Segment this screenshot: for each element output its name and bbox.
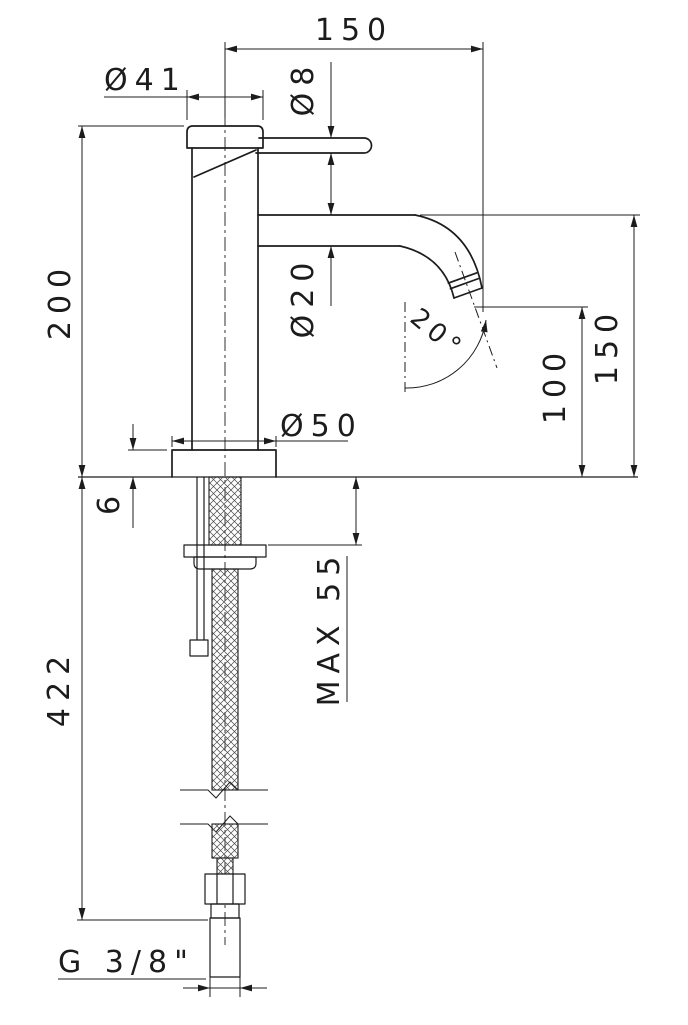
dimension-lines [58,42,640,997]
spout-inner-bend [399,245,455,299]
threaded-shank [208,476,242,546]
hose-hex-nut [204,873,246,905]
label-body-diameter: Ø41 [104,63,187,98]
label-spout-diameter: Ø20 [286,256,321,339]
spout-outer-bend [414,214,483,289]
flex-hose-lower [211,823,239,859]
label-spout-height: 150 [590,307,625,385]
flex-hose-upper [211,568,239,791]
label-thread: G 3/8" [58,945,195,980]
label-handle-diameter: Ø8 [286,60,321,117]
label-base-diameter: Ø50 [280,409,363,444]
aerator-band-1 [449,277,480,290]
faucet-outline [171,125,483,478]
aerator-band-2 [447,272,478,284]
label-max-thickness: MAX 55 [312,550,347,707]
break-line-upper [180,781,268,799]
lever-skirt-line [193,149,257,178]
label-base-height: 6 [92,489,127,515]
label-spout-reach: 150 [315,13,393,48]
handle-lever [255,137,373,154]
label-spout-angle: 20° [404,303,470,365]
stud-nut [189,639,209,657]
connection-end-pipe [209,917,241,978]
outlet-axis-dashed-line [454,251,498,369]
dimension-labels: 150 Ø41 Ø8 200 Ø20 20° 100 150 Ø50 6 MAX… [42,13,625,980]
label-hose-length: 422 [42,649,77,727]
angle-arc [404,319,488,389]
base-flange [171,449,277,478]
clamping-nut [193,556,257,570]
label-height: 200 [43,262,78,340]
below-deck-assembly [180,476,268,978]
spout-angle-indicator [404,251,498,392]
cartridge-cap [186,125,264,149]
label-outlet-height: 100 [538,346,573,424]
outlet-face [453,287,483,299]
hose-ferrule [216,857,234,875]
